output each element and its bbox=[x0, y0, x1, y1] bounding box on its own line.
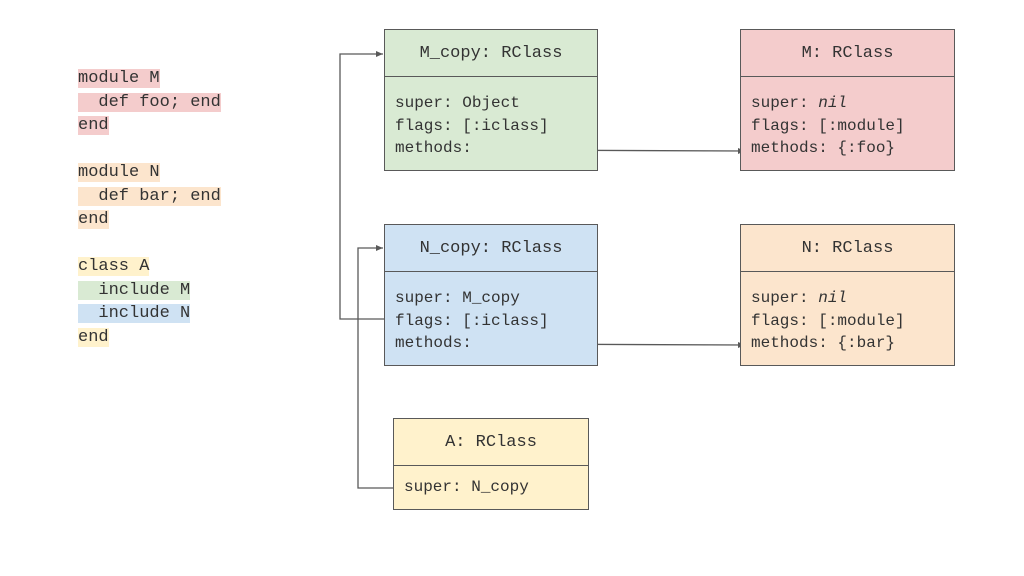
super-value: nil bbox=[818, 289, 848, 307]
methods-field: methods: {:foo} bbox=[751, 139, 896, 157]
box-title: N: RClass bbox=[741, 225, 954, 272]
super-field: super: nil bbox=[751, 92, 944, 115]
super-field: super: M_copy bbox=[395, 287, 587, 310]
super-field: super: Object bbox=[395, 92, 587, 115]
code-blank-line bbox=[78, 138, 221, 162]
methods-field: methods: bbox=[395, 139, 482, 157]
box-body: super: nil flags: [:module] methods: {:f… bbox=[741, 77, 954, 160]
code-line: end bbox=[78, 326, 221, 350]
box-body: super: M_copy flags: [:iclass] methods: bbox=[385, 272, 597, 355]
super-label: super: bbox=[751, 94, 819, 112]
code-line-text: end bbox=[78, 210, 109, 229]
super-value: M_copy bbox=[462, 289, 520, 307]
code-line-text: class A bbox=[78, 257, 150, 276]
code-line: module N bbox=[78, 161, 221, 185]
super-field: super: nil bbox=[751, 287, 944, 310]
code-line: include N bbox=[78, 302, 221, 326]
code-line-text: def foo; end bbox=[78, 92, 221, 112]
code-line-text: def bar; end bbox=[78, 186, 221, 206]
super-value: nil bbox=[818, 94, 848, 112]
code-blank-line bbox=[78, 232, 221, 256]
box-body: super: nil flags: [:module] methods: {:b… bbox=[741, 272, 954, 355]
code-line-text: module N bbox=[78, 163, 160, 182]
methods-field: methods: {:bar} bbox=[751, 334, 896, 352]
rclass-box-n: N: RClass super: nil flags: [:module] me… bbox=[740, 224, 955, 366]
code-line-text: end bbox=[78, 116, 109, 135]
box-body: super: N_copy bbox=[394, 466, 588, 499]
code-line-text: include M bbox=[78, 280, 191, 300]
code-line: module M bbox=[78, 67, 221, 91]
ruby-code-snippet: module M def foo; end end module N def b… bbox=[78, 67, 221, 349]
flags-field: flags: [:module] bbox=[751, 311, 905, 330]
code-line-text: include N bbox=[78, 304, 191, 323]
arrow-a-super-to-ncopy bbox=[357, 245, 393, 489]
flags-field: flags: [:module] bbox=[751, 116, 905, 135]
code-line: end bbox=[78, 208, 221, 232]
flags-field: flags: [:iclass] bbox=[395, 311, 549, 330]
flags-field: flags: [:iclass] bbox=[395, 116, 549, 135]
box-title: M_copy: RClass bbox=[385, 30, 597, 77]
rclass-box-m-copy: M_copy: RClass super: Object flags: [:ic… bbox=[384, 29, 598, 171]
super-label: super: bbox=[395, 289, 463, 307]
code-line: include M bbox=[78, 279, 221, 303]
code-line: class A bbox=[78, 255, 221, 279]
super-field: super: N_copy bbox=[404, 478, 529, 496]
code-line: end bbox=[78, 114, 221, 138]
box-title: A: RClass bbox=[394, 419, 588, 466]
super-value: Object bbox=[462, 94, 520, 112]
arrow-ncopy-super-to-mcopy bbox=[339, 51, 384, 320]
box-body: super: Object flags: [:iclass] methods: bbox=[385, 77, 597, 160]
rclass-box-m: M: RClass super: nil flags: [:module] me… bbox=[740, 29, 955, 171]
code-line: def bar; end bbox=[78, 185, 221, 209]
code-line-text: end bbox=[78, 327, 109, 347]
super-label: super: bbox=[751, 289, 819, 307]
rclass-box-a: A: RClass super: N_copy bbox=[393, 418, 589, 510]
super-label: super: bbox=[395, 94, 463, 112]
methods-field: methods: bbox=[395, 334, 482, 352]
box-title: N_copy: RClass bbox=[385, 225, 597, 272]
code-line: def foo; end bbox=[78, 91, 221, 115]
code-line-text: module M bbox=[78, 69, 160, 88]
box-title: M: RClass bbox=[741, 30, 954, 77]
rclass-box-n-copy: N_copy: RClass super: M_copy flags: [:ic… bbox=[384, 224, 598, 366]
